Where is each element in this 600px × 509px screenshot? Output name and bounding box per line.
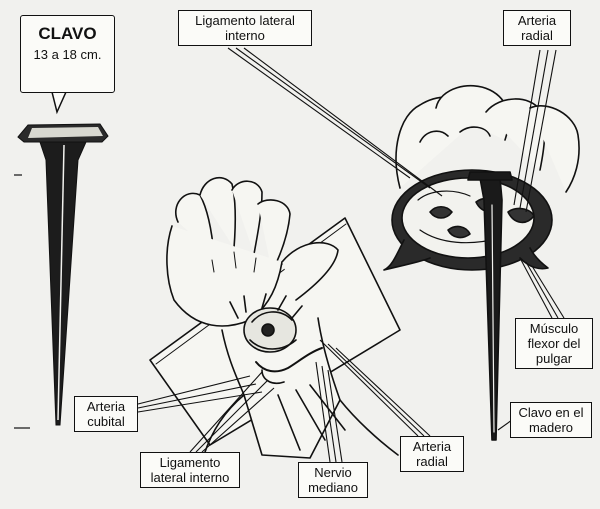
label-line: lateral interno (150, 470, 230, 485)
wrist-cross-section-drawing (383, 84, 580, 441)
label-line: mediano (308, 480, 358, 495)
label-musculo-flexor-pulgar: Músculo flexor del pulgar (515, 318, 593, 369)
nail-size: 13 a 18 cm. (33, 47, 102, 62)
hand-on-wood-drawing (149, 176, 401, 459)
label-line: Nervio (314, 465, 352, 480)
nail-label-box: CLAVO 13 a 18 cm. (20, 15, 115, 93)
label-line: Ligamento (159, 455, 221, 470)
label-line: madero (528, 420, 574, 435)
label-line: cubital (87, 414, 125, 429)
label-line: Arteria (412, 439, 452, 454)
nail-title: CLAVO (38, 24, 97, 43)
nail-callout-pointer (51, 91, 68, 115)
label-line: flexor del (527, 336, 581, 351)
label-arteria-radial-top: Arteria radial (503, 10, 571, 46)
label-line: Arteria (517, 13, 557, 28)
label-line: radial (416, 454, 448, 469)
label-arteria-cubital: Arteria cubital (74, 396, 138, 432)
label-line: interno (225, 28, 265, 43)
label-line: Arteria (86, 399, 126, 414)
label-ligamento-lateral-interno-bottom: Ligamento lateral interno (140, 452, 240, 488)
label-ligamento-lateral-interno-top: Ligamento lateral interno (178, 10, 312, 46)
label-line: radial (521, 28, 553, 43)
nail-drawing (17, 123, 109, 426)
label-line: Músculo (529, 321, 579, 336)
nail-scale-ticks (14, 174, 30, 429)
label-line: Clavo en el (518, 405, 584, 420)
label-arteria-radial-bottom: Arteria radial (400, 436, 464, 472)
label-clavo-en-el-madero: Clavo en el madero (510, 402, 592, 438)
label-nervio-mediano: Nervio mediano (298, 462, 368, 498)
label-line: pulgar (535, 351, 573, 366)
leader-lines (137, 47, 565, 463)
label-line: Ligamento lateral (195, 13, 295, 28)
